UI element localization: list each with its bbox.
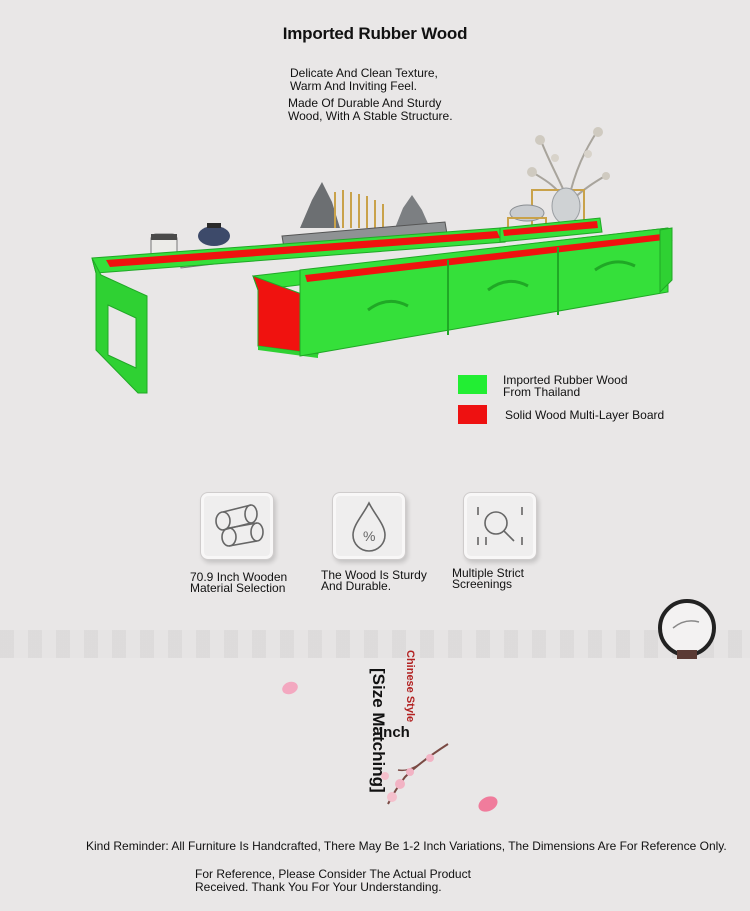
feature-label-sturdy-wood-line1: The Wood Is Sturdy bbox=[321, 568, 427, 582]
legend-label-multilayer-board: Solid Wood Multi-Layer Board bbox=[505, 408, 665, 422]
tv-cabinet-illustration bbox=[91, 127, 673, 394]
legend-label-rubber-wood: Imported Rubber Wood From Thailand bbox=[503, 374, 628, 398]
legend-label-rubber-wood-line1: Imported Rubber Wood bbox=[503, 373, 628, 387]
structure-description: Made Of Durable And Sturdy Wood, With A … bbox=[288, 97, 453, 123]
feature-label-strict-screenings: Multiple Strict Screenings bbox=[452, 566, 525, 591]
legend-swatch-multilayer-board bbox=[458, 405, 487, 424]
wood-logs-icon bbox=[200, 492, 274, 560]
legend-swatch-rubber-wood bbox=[458, 375, 487, 394]
page-title: Imported Rubber Wood bbox=[282, 24, 468, 43]
size-matching-heading: [Size Matching] bbox=[369, 668, 388, 793]
texture-description-line1: Delicate And Clean Texture, bbox=[290, 66, 438, 80]
texture-description: Delicate And Clean Texture, Warm And Inv… bbox=[290, 67, 438, 93]
feature-label-wood-selection-line2: Material Selection bbox=[190, 581, 286, 595]
magnifier-inspection-icon bbox=[463, 492, 537, 560]
structure-description-line2: Wood, With A Stable Structure. bbox=[288, 109, 453, 123]
legend-label-rubber-wood-line2: From Thailand bbox=[503, 385, 581, 399]
svg-text:%: % bbox=[363, 528, 375, 544]
plum-blossom-decor bbox=[282, 681, 498, 812]
chinese-style-subtitle: Chinese Style bbox=[404, 650, 416, 723]
feature-label-sturdy-wood: The Wood Is Sturdy And Durable. bbox=[321, 568, 427, 593]
unit-label: Inch bbox=[379, 724, 410, 741]
feature-label-sturdy-wood-line2: And Durable. bbox=[321, 579, 392, 593]
feature-label-strict-screenings-line2: Screenings bbox=[452, 577, 513, 591]
reference-note-line1: For Reference, Please Consider The Actua… bbox=[195, 867, 471, 881]
texture-description-line2: Warm And Inviting Feel. bbox=[290, 79, 417, 93]
feature-label-wood-selection: 70.9 Inch Wooden Material Selection bbox=[190, 570, 288, 595]
cloud-pattern-divider bbox=[0, 630, 750, 658]
structure-description-line1: Made Of Durable And Sturdy bbox=[288, 96, 442, 110]
feature-label-wood-selection-line1: 70.9 Inch Wooden bbox=[190, 570, 288, 584]
handcrafted-reminder: Kind Reminder: All Furniture Is Handcraf… bbox=[86, 839, 727, 853]
water-drop-percent-icon: % bbox=[332, 492, 406, 560]
reference-note-line2: Received. Thank You For Your Understandi… bbox=[195, 880, 442, 894]
feature-label-strict-screenings-line1: Multiple Strict bbox=[452, 566, 525, 580]
reference-note: For Reference, Please Consider The Actua… bbox=[195, 868, 471, 894]
round-painting-decor bbox=[658, 599, 716, 659]
